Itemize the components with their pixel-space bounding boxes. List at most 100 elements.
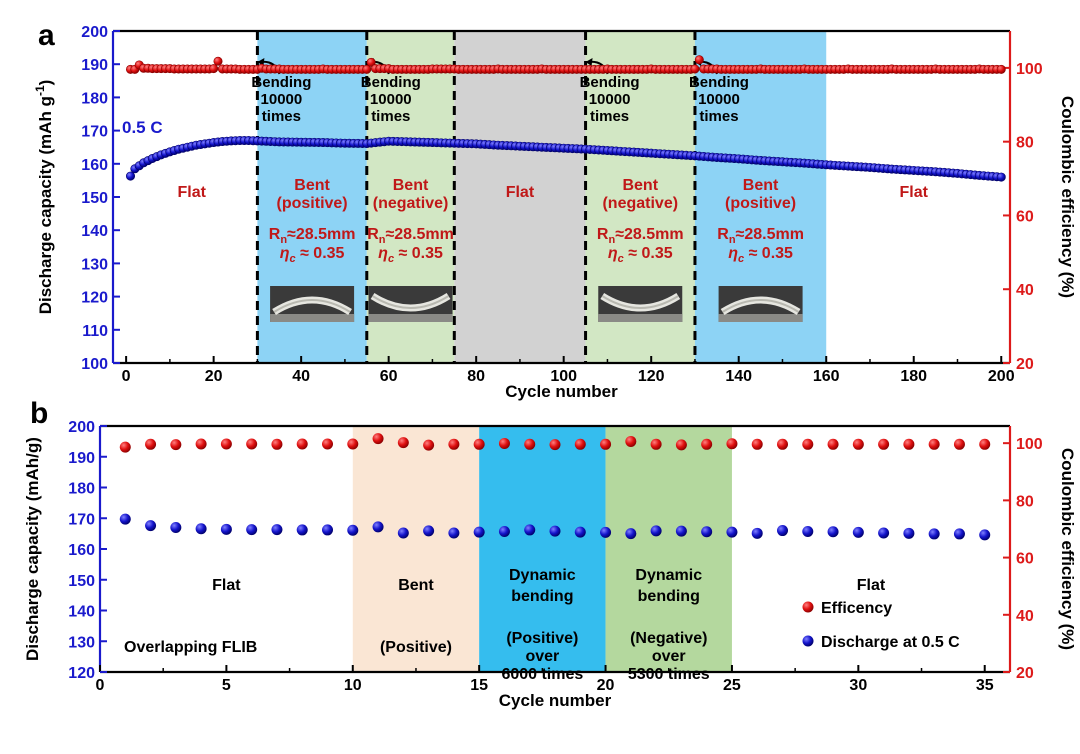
y-tick-label: 130 (81, 256, 108, 273)
region-param: Rn≈28.5mm (597, 226, 684, 246)
region-param: Rn≈28.5mm (717, 226, 804, 246)
x-tick-label: 140 (725, 368, 752, 385)
data-point (726, 438, 738, 450)
data-point (675, 439, 687, 451)
data-point (675, 525, 687, 537)
data-point (119, 441, 131, 453)
region-label: Bent (743, 177, 779, 194)
photo-base (368, 314, 453, 322)
data-point (397, 437, 409, 449)
data-point (751, 527, 763, 539)
series-discharge (126, 136, 1006, 182)
data-point (322, 524, 333, 536)
region-param: Rn≈28.5mm (269, 226, 356, 246)
data-point (498, 437, 510, 449)
bending-annotation-text: Bending (689, 74, 749, 91)
bent-battery-photo (270, 286, 355, 322)
region-label: Flat (857, 577, 886, 594)
data-point (574, 526, 586, 538)
x-tick-label: 30 (849, 677, 867, 694)
y-tick-label: 160 (68, 542, 95, 559)
data-point (473, 526, 485, 538)
data-point (119, 513, 131, 525)
data-point (195, 438, 207, 450)
data-point (145, 520, 157, 532)
region-band (479, 426, 606, 672)
bending-annotation-text: 10000 (698, 91, 740, 108)
region-label: Bent (622, 177, 658, 194)
x-tick-label: 5 (222, 677, 231, 694)
region-sublabel: 5300 times (628, 666, 710, 683)
y2-tick-label: 80 (1016, 493, 1034, 510)
region-label: Bent (294, 177, 330, 194)
data-point (777, 438, 788, 450)
x-tick-label: 60 (380, 368, 398, 385)
data-point (423, 439, 435, 451)
bending-annotation-text: Bending (580, 74, 640, 91)
data-point (827, 526, 839, 538)
region-sublabel: Overlapping FLIB (124, 639, 257, 656)
y2-tick-label: 20 (1016, 665, 1034, 682)
region-param: ηc ≈ 0.35 (378, 245, 443, 265)
data-point (296, 438, 308, 450)
region-label: (negative) (373, 195, 449, 212)
x-tick-label: 160 (813, 368, 840, 385)
data-point (903, 527, 915, 539)
x-tick-label: 35 (976, 677, 994, 694)
x-tick-label: 20 (597, 677, 615, 694)
data-point (397, 527, 409, 539)
region-band (454, 31, 586, 363)
y2-axis-title: Coulombic efficiency (%) (1058, 96, 1077, 298)
region-param: Rn≈28.5mm (367, 226, 454, 246)
rate-label: 0.5 C (122, 118, 163, 137)
data-point (802, 438, 814, 450)
region-label: (positive) (277, 195, 348, 212)
data-point (701, 438, 713, 450)
legend-label: Efficency (821, 600, 892, 617)
data-point (979, 529, 991, 541)
x-tick-label: 10 (344, 677, 362, 694)
photo-base (598, 314, 683, 322)
data-point (170, 521, 182, 533)
region-param: ηc ≈ 0.35 (728, 245, 793, 265)
data-point (524, 524, 536, 536)
photo-base (270, 314, 355, 322)
y-tick-label: 150 (81, 190, 108, 207)
region-label: Dynamic (635, 567, 702, 584)
bending-annotation-text: 10000 (261, 91, 303, 108)
y-tick-label: 200 (81, 24, 108, 41)
bending-arrowhead (585, 58, 593, 66)
x-tick-label: 20 (205, 368, 223, 385)
y2-tick-label: 100 (1016, 436, 1043, 453)
data-point (372, 521, 384, 533)
region-label: (negative) (602, 195, 678, 212)
data-point (928, 528, 940, 540)
photo-base (718, 314, 803, 322)
region-label: Dynamic (509, 567, 576, 584)
bending-annotation-text: 10000 (370, 91, 412, 108)
region-label: Bent (398, 577, 434, 594)
bending-annotations: Bending10000timesBending10000timesBendin… (251, 58, 749, 125)
data-point (220, 438, 232, 450)
data-point (701, 526, 713, 538)
data-point (246, 524, 258, 536)
y-tick-label: 160 (81, 157, 108, 174)
data-point (213, 56, 223, 66)
y-tick-label: 110 (82, 323, 108, 340)
data-point (600, 526, 612, 538)
y-tick-label: 140 (81, 223, 108, 240)
region-band (605, 426, 732, 672)
data-point (209, 64, 219, 74)
y-axis-title: Discharge capacity (mAh/g) (23, 437, 42, 661)
y-axis-title: Discharge capacity (mAh g-1) (33, 80, 55, 315)
data-point (827, 438, 839, 450)
y-tick-label: 120 (68, 665, 95, 682)
y2-tick-label: 20 (1016, 356, 1034, 373)
y-tick-label: 100 (81, 356, 108, 373)
region-sublabel: 6000 times (501, 666, 583, 683)
data-point (650, 525, 662, 537)
y-tick-label: 130 (68, 634, 95, 651)
